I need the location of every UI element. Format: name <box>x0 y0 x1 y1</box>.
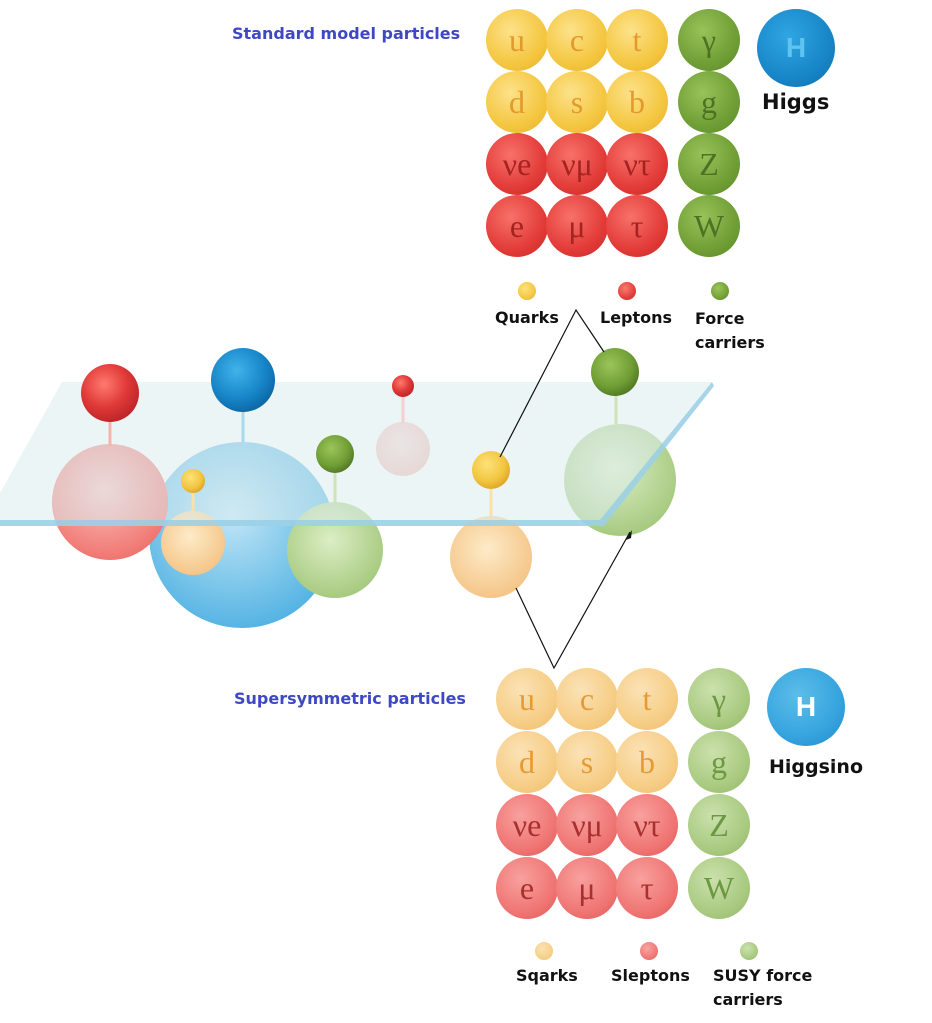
force-particle-middle <box>316 435 354 473</box>
higgs-ball: H <box>757 9 835 87</box>
susy-squark-ball-5: b <box>616 731 678 793</box>
susy-slepton-ball-5: τ <box>616 857 678 919</box>
susy-slepton-ball-1: νμ <box>556 794 618 856</box>
higgs-particle <box>211 348 275 412</box>
legend-force-dot <box>711 282 729 300</box>
connector-bottom <box>515 531 631 670</box>
squark-sphere-right <box>450 516 532 598</box>
susy-squark-ball-3: d <box>496 731 558 793</box>
lepton-particle-small <box>392 375 414 397</box>
legend-sleptons-label: Sleptons <box>611 966 690 985</box>
legend-squarks-label: Sqarks <box>516 966 578 985</box>
susy-slepton-ball-3: e <box>496 857 558 919</box>
sm-force-ball-1: g <box>678 71 740 133</box>
legend-quarks-label: Quarks <box>495 308 559 327</box>
quark-particle-right <box>472 451 510 489</box>
sm-quark-ball-0: u <box>486 9 548 71</box>
sm-force-ball-2: Z <box>678 133 740 195</box>
susy-force-ball-3: W <box>688 857 750 919</box>
higgsino-ball: H <box>767 668 845 746</box>
sm-quark-ball-1: c <box>546 9 608 71</box>
legend-leptons-label: Leptons <box>600 308 673 327</box>
sm-quark-ball-4: s <box>546 71 608 133</box>
higgs-label: Higgs <box>762 90 830 114</box>
legend-squark-dot <box>535 942 553 960</box>
legend-quark-dot <box>518 282 536 300</box>
plane <box>0 382 712 520</box>
sm-lepton-ball-3: e <box>486 195 548 257</box>
susy-squark-ball-1: c <box>556 668 618 730</box>
squark-sphere-small <box>161 511 225 575</box>
sm-lepton-ball-0: νe <box>486 133 548 195</box>
legend-force-label-line2: carriers <box>695 333 765 352</box>
lepton-particle-large <box>81 364 139 422</box>
sm-lepton-ball-4: μ <box>546 195 608 257</box>
supersymmetric-title: Supersymmetric particles <box>234 689 466 708</box>
sm-force-ball-3: W <box>678 195 740 257</box>
standard-model-title: Standard model particles <box>232 24 461 43</box>
connector-top <box>499 308 605 458</box>
susy-force-ball-2: Z <box>688 794 750 856</box>
susy-force-ball-1: g <box>688 731 750 793</box>
legend-slepton-dot <box>640 942 658 960</box>
legend-susy-force-label-line2: carriers <box>713 990 783 1009</box>
quark-particle-small <box>181 469 205 493</box>
sm-force-ball-0: γ <box>678 9 740 71</box>
sm-quark-ball-3: d <box>486 71 548 133</box>
susy-slepton-ball-4: μ <box>556 857 618 919</box>
legend-susy-force-dot <box>740 942 758 960</box>
sm-quark-ball-2: t <box>606 9 668 71</box>
legend-lepton-dot <box>618 282 636 300</box>
legend-susy-force-label-line1: SUSY force <box>713 966 813 985</box>
force-particle-right <box>591 348 639 396</box>
susy-force-ball-0: γ <box>688 668 750 730</box>
susy-squark-ball-2: t <box>616 668 678 730</box>
susy-squark-ball-0: u <box>496 668 558 730</box>
susy-slepton-ball-0: νe <box>496 794 558 856</box>
susy-squark-ball-4: s <box>556 731 618 793</box>
susy-slepton-ball-2: ντ <box>616 794 678 856</box>
higgsino-label: Higgsino <box>769 756 864 778</box>
sm-quark-ball-5: b <box>606 71 668 133</box>
legend-force-label-line1: Force <box>695 309 745 328</box>
sm-lepton-ball-1: νμ <box>546 133 608 195</box>
sm-lepton-ball-5: τ <box>606 195 668 257</box>
sm-lepton-ball-2: ντ <box>606 133 668 195</box>
